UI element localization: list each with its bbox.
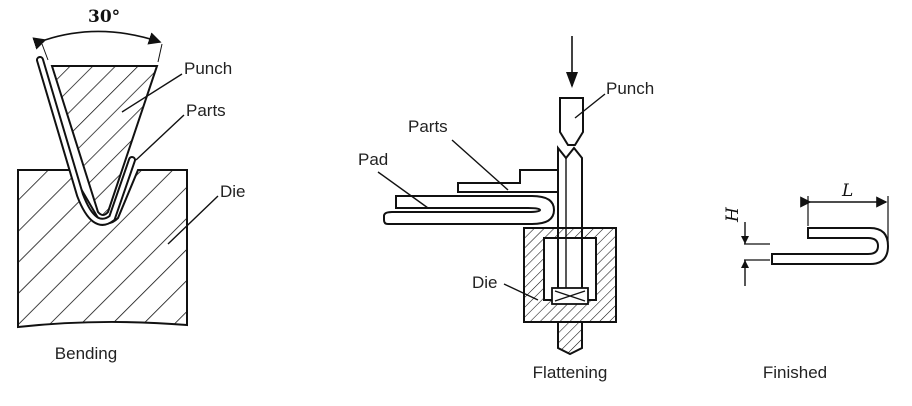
flattening-parts-label: Parts bbox=[408, 117, 448, 136]
bending-panel: 30° Punch Parts Die Bending bbox=[17, 7, 246, 363]
finished-part bbox=[771, 227, 890, 265]
height-label: H bbox=[723, 206, 743, 223]
flat-punch-leader bbox=[574, 93, 606, 119]
flattening-punch bbox=[559, 97, 584, 146]
flat-parts-leader bbox=[451, 139, 509, 191]
flattening-die-label: Die bbox=[472, 273, 498, 292]
flat-pad-leader bbox=[377, 171, 429, 209]
bending-punch-label: Punch bbox=[184, 59, 232, 78]
bending-caption: Bending bbox=[55, 344, 117, 363]
die-leader bbox=[167, 195, 219, 245]
length-label: L bbox=[841, 181, 853, 201]
flat-die-leader bbox=[503, 283, 539, 301]
finished-caption: Finished bbox=[763, 363, 827, 382]
punch-leader bbox=[121, 73, 183, 113]
angle-label: 30° bbox=[88, 7, 120, 27]
flattening-upper-plate bbox=[457, 169, 559, 193]
flattening-slide bbox=[557, 145, 583, 291]
bending-die-label: Die bbox=[220, 182, 246, 201]
flattening-panel: Punch Parts Pad Die Flattening bbox=[358, 36, 654, 382]
flattening-pad-label: Pad bbox=[358, 150, 388, 169]
parts-leader bbox=[135, 114, 185, 161]
bending-parts-label: Parts bbox=[186, 101, 226, 120]
finished-panel: H L Finished bbox=[723, 181, 890, 382]
flattening-punch-label: Punch bbox=[606, 79, 654, 98]
flattening-part bbox=[383, 195, 556, 225]
flattening-caption: Flattening bbox=[533, 363, 608, 382]
angle-arc bbox=[32, 30, 162, 50]
bending-punch bbox=[50, 65, 159, 216]
